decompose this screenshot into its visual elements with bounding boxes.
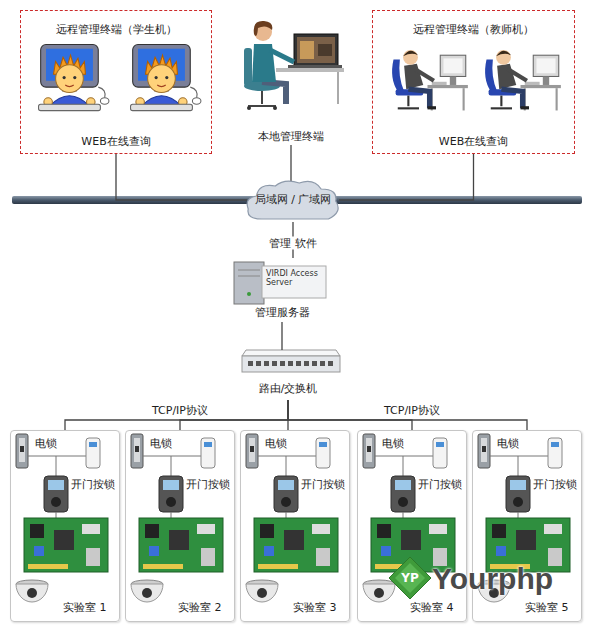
network-label: 局域网 / 广域网 [255,193,332,206]
switch-port [256,361,261,366]
switch-icon [242,350,340,372]
group-heading: 远程管理终端（学生机） [56,23,177,36]
switch-port [320,361,325,366]
monitor-frame [294,34,338,66]
switch-port [264,361,269,366]
operator-legs [262,82,286,104]
lock-label: 电锁 [382,437,404,450]
switch-port [288,361,293,366]
server-brand: VIRDI Access Server [266,269,324,287]
switch-label: 路由/交换机 [259,382,318,395]
monitor-screen [297,37,335,63]
server-label: 管理服务器 [255,306,310,319]
button-label: 开门按锁 [533,478,577,491]
student-computer-icon [131,44,201,110]
connector [281,322,282,350]
lock-label: 电锁 [265,437,287,450]
lock-label: 电锁 [497,437,519,450]
teacher-computer-icon [392,50,468,111]
group-heading: 远程管理终端（教师机） [413,23,534,36]
switch-port [272,361,277,366]
chair-wheel [247,106,251,110]
power-light [247,292,251,296]
server-icon [234,262,326,304]
protocol-label: TCP/IP协议 [150,404,210,417]
operator-arm [270,50,294,62]
room-label: 实验室 4 [410,601,454,614]
chair-back [244,48,252,86]
connector [116,154,247,200]
lab-equipment [246,434,338,602]
room-label: 实验室 2 [178,601,222,614]
room-label: 实验室 1 [63,601,107,614]
desk-leg [337,72,339,104]
server-tower [234,262,264,304]
web-query-label: WEB在线查询 [439,135,508,148]
chair-stem [261,91,263,104]
lab-room-box: 电锁开门按锁实验室 1 [10,430,120,622]
screen-picture [318,44,332,56]
connector [288,400,527,430]
button-label: 开门按锁 [301,478,345,491]
remote-terminal-box: 远程管理终端（学生机） WEB在线查询 [20,10,212,154]
operator-hair [254,21,273,36]
server-plate [262,266,326,298]
lab-room-box: 电锁开门按锁实验室 2 [125,430,235,622]
switch-port [280,361,285,366]
switch-top [242,350,340,356]
switch-port [296,361,301,366]
drive-bay [238,276,260,277]
chair-wheel [273,106,277,110]
drive-bay [238,270,260,271]
lab-room-box: 电锁开门按锁实验室 3 [240,430,350,622]
room-label: 实验室 5 [525,601,569,614]
cloud-outline [247,181,338,219]
lock-label: 电锁 [35,437,57,450]
student-computer-icon [39,44,109,110]
screen-picture [300,41,314,59]
lab-equipment [16,434,108,602]
lab-equipment [131,434,223,602]
button-label: 开门按锁 [71,478,115,491]
connector [65,400,288,430]
teacher-computer-icon [485,50,561,111]
protocol-label: TCP/IP协议 [382,404,442,417]
web-query-label: WEB在线查询 [81,135,150,148]
watermark-logo [389,557,431,599]
remote-terminal-box: 远程管理终端（教师机） WEB在线查询 [372,10,575,154]
local-operator-icon [244,21,344,110]
router-switch-node: 路由/交换机 [232,350,344,400]
chair-base [248,105,276,107]
room-label: 实验室 3 [293,601,337,614]
desk [276,68,344,72]
lock-label: 电锁 [150,437,172,450]
protocol-label: 管理 软件 [267,237,319,250]
switch-port [328,361,333,366]
watermark-logo-inner [395,563,425,593]
watermark-text: Yourphp [432,562,553,596]
server-node: VIRDI Access Server 管理服务器 [232,258,332,322]
watermark-logo-text: YP [401,571,418,585]
button-label: 开门按锁 [186,478,230,491]
switch-port [312,361,317,366]
switch-front [242,356,340,372]
switch-port [248,361,253,366]
local-terminal: 本地管理终端 [235,10,347,145]
connector [339,154,474,200]
switch-port [304,361,309,366]
connector [290,145,291,181]
terminal-label: 本地管理终端 [258,130,324,143]
network-cloud: 局域网 / 广域网 [243,178,343,222]
laptop-base [288,65,342,68]
button-label: 开门按锁 [418,478,462,491]
